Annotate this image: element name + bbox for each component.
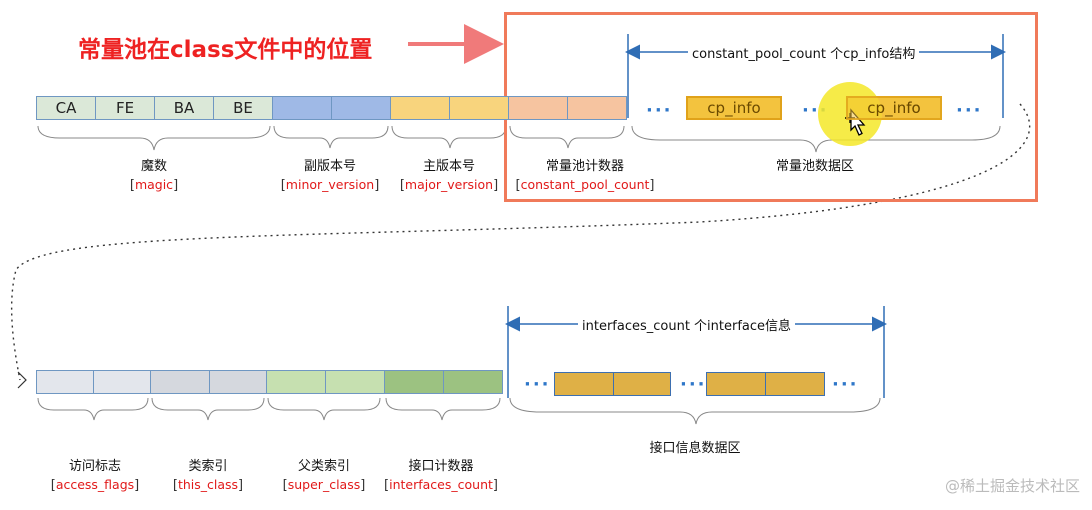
access-flags-byte-1	[36, 370, 94, 394]
minor-version-byte-2	[331, 96, 391, 120]
watermark: @稀土掘金技术社区	[944, 477, 1080, 495]
interface-entry-1-byte-1	[554, 372, 614, 396]
interface-ellipsis-mid: ···	[680, 374, 707, 395]
access-flags-byte-2	[93, 370, 151, 394]
magic-byte-ba: BA	[154, 96, 214, 120]
interface-ellipsis-left: ···	[524, 374, 551, 395]
label-magic: 魔数 [magic]	[129, 159, 179, 193]
cp-ellipsis-left: ···	[646, 100, 673, 121]
interface-entry-2-byte-2	[765, 372, 825, 396]
interface-entry-1-byte-2	[613, 372, 671, 396]
cp-ellipsis-right: ···	[956, 100, 983, 121]
label-constant-pool-data: 常量池数据区	[775, 159, 854, 174]
constant-pool-span-label: constant_pool_count 个cp_info结构	[688, 43, 920, 62]
this-class-byte-1	[150, 370, 210, 394]
cp-info-box-1: cp_info	[686, 96, 782, 120]
interface-ellipsis-right: ···	[832, 374, 859, 395]
label-this-class: 类索引 [this_class]	[172, 459, 244, 493]
minor-version-byte-1	[272, 96, 332, 120]
cp-info-box-2-overlay: cp_info	[846, 96, 942, 120]
interfaces-span-label: interfaces_count 个interface信息	[578, 315, 796, 334]
label-minor-version: 副版本号 [minor_version]	[280, 159, 380, 193]
major-version-byte-2	[449, 96, 509, 120]
diagram-title: 常量池在class文件中的位置	[78, 37, 373, 63]
constant-pool-count-byte-1	[508, 96, 568, 120]
this-class-byte-2	[209, 370, 267, 394]
magic-byte-fe: FE	[95, 96, 155, 120]
constant-pool-count-byte-2	[567, 96, 627, 120]
super-class-byte-2	[325, 370, 385, 394]
label-interfaces-count: 接口计数器 [interfaces_count]	[384, 459, 498, 493]
interface-entry-2-byte-1	[706, 372, 766, 396]
label-access-flags: 访问标志 [access_flags]	[50, 459, 140, 493]
label-interface-data: 接口信息数据区	[649, 441, 741, 456]
interfaces-count-byte-2	[443, 370, 503, 394]
super-class-byte-1	[266, 370, 326, 394]
magic-byte-be: BE	[213, 96, 273, 120]
magic-byte-ca: CA	[36, 96, 96, 120]
label-constant-pool-count: 常量池计数器 [constant_pool_count]	[515, 159, 655, 193]
label-super-class: 父类索引 [super_class]	[282, 459, 366, 493]
label-major-version: 主版本号 [major_version]	[399, 159, 499, 193]
major-version-byte-1	[390, 96, 450, 120]
interfaces-count-byte-1	[384, 370, 444, 394]
